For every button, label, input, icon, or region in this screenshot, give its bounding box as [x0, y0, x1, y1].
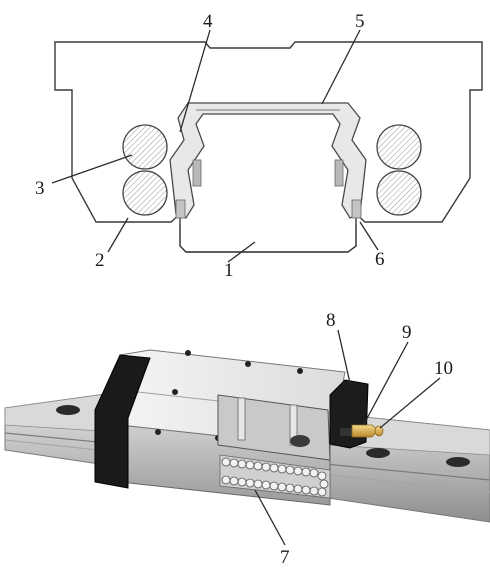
- raceway-right-lower: [351, 199, 362, 219]
- carriage-hole-2: [245, 361, 251, 367]
- leader-3: [51, 154, 133, 184]
- perspective-view: 7 8 9 10: [4, 310, 490, 568]
- carriage-hole-5: [155, 429, 161, 435]
- cross-section-view: 1 2 3 4 5 6: [35, 11, 483, 281]
- carriage-hole-1: [185, 350, 191, 356]
- rail-profile: [179, 224, 357, 253]
- carriage-hole-4: [172, 389, 178, 395]
- leader-9: [363, 341, 409, 425]
- raceway-left-lower: [175, 199, 186, 219]
- label-5: 5: [355, 11, 365, 32]
- raceway-left-upper: [192, 159, 202, 187]
- label-2: 2: [95, 250, 105, 271]
- end-seal-left: [94, 354, 151, 489]
- label-7: 7: [280, 547, 290, 568]
- leader-2: [107, 217, 129, 253]
- rail-hole-1: [56, 405, 80, 415]
- return-balls-right: [376, 124, 422, 216]
- label-10: 10: [434, 358, 453, 379]
- carriage-hole-3: [297, 368, 303, 374]
- raceway-right-upper: [334, 159, 344, 187]
- leader-8: [337, 329, 351, 384]
- end-cap-8: [329, 379, 369, 449]
- rail-hole-3: [446, 457, 470, 467]
- leader-1: [227, 241, 256, 263]
- cutaway-hole: [290, 435, 310, 447]
- label-6: 6: [375, 249, 385, 270]
- label-3: 3: [35, 178, 45, 199]
- leader-5: [321, 29, 361, 105]
- leader-6: [359, 221, 379, 251]
- leader-4: [179, 29, 211, 133]
- label-9: 9: [402, 322, 412, 343]
- cutaway-rib-left: [237, 397, 246, 441]
- label-1: 1: [224, 260, 234, 281]
- ball-chain: [219, 454, 331, 499]
- leader-10: [379, 377, 441, 429]
- label-4: 4: [203, 11, 213, 32]
- grease-nipple: [340, 424, 384, 438]
- label-8: 8: [326, 310, 336, 331]
- return-balls-left: [122, 124, 168, 216]
- rail-hole-2: [366, 448, 390, 458]
- leader-7: [254, 489, 286, 546]
